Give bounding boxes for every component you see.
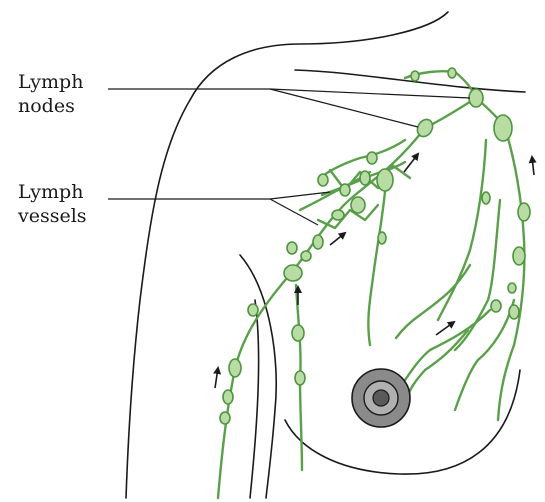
lymph-node [313,235,323,249]
lymph-node [482,192,490,204]
lymph-node [469,89,483,107]
lymph-node [220,412,230,424]
lymph-node [508,283,516,293]
vessel-web-2 [318,205,378,228]
lymph-node [248,304,258,316]
lymph-node [229,359,241,377]
lymph-node [518,203,530,221]
arrow-icon [404,154,418,172]
arrow-icon [215,368,218,388]
vessel-right-4 [405,310,490,380]
neck-line [190,12,448,100]
lymph-node [377,169,393,191]
lymph-vessels-leader-2 [270,199,318,225]
clavicle-line [295,70,525,92]
lymph-node [494,115,512,141]
vessel-medial [498,128,524,420]
lymph-node [332,210,344,220]
lymph-node [360,171,370,185]
lymph-node [301,251,311,261]
vessel-right-1 [438,140,486,320]
lymph-node [295,371,305,385]
vessel-upper-chain [425,98,505,128]
arrow-icon [532,157,534,175]
body-outline [126,12,525,498]
lymph-vessels [218,71,524,498]
lymph-node [367,152,377,164]
nipple [373,390,389,406]
lymph-node [318,174,328,186]
arrow-icon [436,322,454,335]
lymph-node [411,71,419,81]
lymph-node [509,305,519,319]
shoulder-line [126,100,190,498]
lymph-node [287,242,297,254]
lymph-node [491,300,501,312]
lymph-node [284,265,302,281]
lymph-node [292,325,304,341]
areola [352,369,410,427]
lymph-node [513,247,525,265]
lymph-node [340,184,350,196]
lymph-node [223,390,233,404]
arrow-icon [330,233,345,245]
lymph-node [448,68,456,78]
lymph-node [351,197,365,213]
lymph-node [378,232,386,244]
